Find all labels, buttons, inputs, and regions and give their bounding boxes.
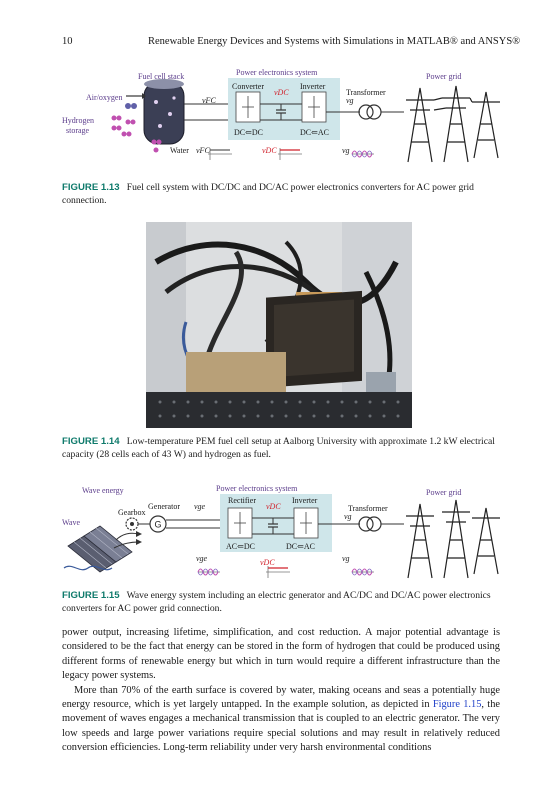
label-converter: Converter (232, 82, 264, 91)
fuel-cell-setup-photo-illustration (146, 222, 412, 428)
figure-1-13-label: FIGURE 1.13 (62, 182, 120, 193)
label-vdc-top-2: vDC (266, 502, 281, 511)
label-dc-dc: DC⇐DC (234, 128, 263, 137)
figure-1-14-label: FIGURE 1.14 (62, 436, 120, 447)
label-wave: Wave (62, 518, 81, 527)
figure-1-13-caption: FIGURE 1.13 Fuel cell system with DC/DC … (62, 182, 500, 207)
label-vg-top: vg (346, 96, 354, 105)
label-inverter: Inverter (300, 82, 326, 91)
label-fuel-cell-stack: Fuel cell stack (138, 72, 185, 81)
label-generator: Generator (148, 502, 180, 511)
figure-1-15-caption: FIGURE 1.15 Wave energy system including… (62, 590, 500, 615)
dc-link-capacitor-icon-2 (252, 517, 294, 535)
generator-symbol: G (154, 520, 161, 530)
paragraph-2: More than 70% of the earth surface is co… (62, 684, 500, 756)
vdc-waveform-icon (278, 148, 302, 160)
dc-link-capacitor-icon (260, 103, 302, 121)
vdc-waveform-icon-2 (266, 566, 290, 578)
paragraph-2-part-a: More than 70% of the earth surface is co… (62, 684, 500, 711)
label-storage: storage (66, 126, 90, 135)
page-number: 10 (62, 36, 73, 47)
figure-1-13-diagram: Fuel cell stack Power electronics system… (60, 62, 500, 174)
fuel-cell-stack-icon (143, 79, 185, 145)
label-dc-ac: DC⇐AC (300, 128, 329, 137)
label-transformer: Transformer (346, 88, 386, 97)
paragraph-2-part-b: , the movement of waves engages a mechan… (62, 699, 500, 754)
inverter-module-icon (301, 91, 327, 123)
inverter-module-icon-2 (293, 507, 319, 539)
oxygen-molecule-icon (125, 103, 137, 109)
power-grid-pylon-icon (406, 85, 500, 163)
label-vdc-wave: vDC (262, 146, 277, 155)
figure-1-14-caption: FIGURE 1.14 Low-temperature PEM fuel cel… (62, 436, 500, 461)
label-vge-top: vge (194, 502, 206, 511)
label-transformer-2: Transformer (348, 504, 388, 513)
figure-1-14-photo (146, 222, 412, 428)
label-water: Water (170, 146, 189, 155)
hydrogen-molecule-icon (111, 115, 136, 137)
transformer-icon-2 (358, 516, 382, 532)
label-power-grid-2: Power grid (426, 488, 462, 497)
label-dc-ac-2: DC⇐AC (286, 542, 315, 551)
vfc-waveform-icon (208, 148, 232, 160)
label-vdc-wave-2: vDC (260, 558, 275, 567)
fig13-schematic (111, 79, 500, 163)
label-air-oxygen: Air/oxygen (86, 93, 123, 102)
vg-waveform-icon-2 (351, 568, 374, 576)
figure-1-13-caption-text: Fuel cell system with DC/DC and DC/AC po… (62, 182, 474, 206)
figure-1-15-diagram: Wave energy Power electronics system Pow… (60, 482, 500, 582)
power-grid-pylon-icon-2 (406, 499, 500, 579)
label-gearbox: Gearbox (118, 508, 146, 517)
label-power-electronics-system: Power electronics system (236, 68, 318, 77)
label-ac-dc: AC⇐DC (226, 542, 255, 551)
gearbox-icon (125, 517, 139, 531)
converter-module-icon (235, 91, 261, 123)
label-hydrogen: Hydrogen (62, 116, 94, 125)
rectifier-module-icon (227, 507, 253, 539)
fig15-schematic: G (63, 499, 500, 579)
label-power-grid: Power grid (426, 72, 462, 81)
paragraph-1: power output, increasing lifetime, simpl… (62, 627, 500, 682)
vg-waveform-icon (351, 150, 374, 158)
figure-1-15-caption-text: Wave energy system including an electric… (62, 590, 491, 614)
label-wave-energy: Wave energy (82, 486, 124, 495)
body-text: power output, increasing lifetime, simpl… (62, 626, 500, 756)
label-vg-wave: vg (342, 146, 350, 155)
label-rectifier: Rectifier (228, 496, 256, 505)
label-vfc-wave: vFC (196, 146, 210, 155)
label-vg-wave-2: vg (342, 554, 350, 563)
label-vg-top-2: vg (344, 512, 352, 521)
label-vfc-top: vFC (202, 96, 216, 105)
label-inverter-2: Inverter (292, 496, 318, 505)
label-vdc-top: vDC (274, 88, 289, 97)
wave-energy-device-icon (63, 525, 142, 573)
vge-waveform-icon (197, 568, 220, 576)
figure-1-15-label: FIGURE 1.15 (62, 590, 120, 601)
running-title: Renewable Energy Devices and Systems wit… (148, 36, 521, 47)
water-molecule-icon (151, 139, 162, 153)
generator-icon: G (149, 515, 167, 533)
figure-1-14-caption-text: Low-temperature PEM fuel cell setup at A… (62, 436, 495, 460)
label-power-electronics-system-2: Power electronics system (216, 484, 298, 493)
label-vge-wave: vge (196, 554, 208, 563)
transformer-icon (358, 104, 382, 120)
figure-1-15-link[interactable]: Figure 1.15 (432, 699, 482, 711)
